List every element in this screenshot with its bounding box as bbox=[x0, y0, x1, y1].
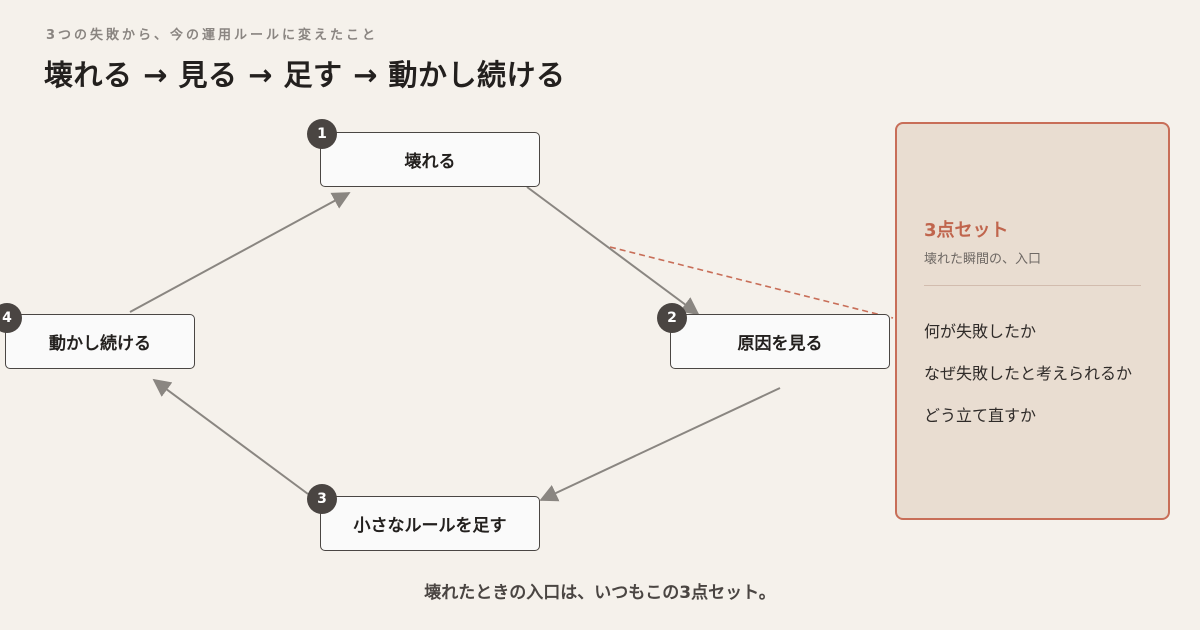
step-1-badge: 1 bbox=[307, 119, 337, 149]
panel-subtitle: 壊れた瞬間の、入口 bbox=[924, 252, 1042, 267]
footer-caption: 壊れたときの入口は、いつもこの3点セット。 bbox=[424, 583, 776, 603]
step-add-rule: 小さなルールを足す bbox=[320, 496, 540, 551]
step-3-badge: 3 bbox=[307, 484, 337, 514]
panel-item-what: 何が失敗したか bbox=[924, 322, 1037, 341]
panel-item-how: どう立て直すか bbox=[924, 406, 1037, 425]
three-point-set-panel: 3点セット 壊れた瞬間の、入口 何が失敗したか なぜ失敗したと考えられるか どう… bbox=[895, 122, 1170, 520]
panel-divider bbox=[924, 285, 1141, 286]
callout-dashed-line bbox=[609, 246, 894, 319]
arrow-3-to-4 bbox=[152, 378, 309, 495]
step-add-rule-label: 小さなルールを足す bbox=[353, 516, 507, 536]
panel-title: 3点セット bbox=[924, 220, 1009, 241]
page-title: 壊れる → 見る → 足す → 動かし続ける bbox=[44, 58, 566, 92]
panel-list: 何が失敗したか なぜ失敗したと考えられるか どう立て直すか bbox=[924, 322, 1132, 448]
arrow-4-to-1 bbox=[129, 192, 351, 313]
subtitle: 3つの失敗から、今の運用ルールに変えたこと bbox=[46, 28, 379, 43]
arrow-2-to-3 bbox=[539, 387, 781, 502]
step-break-label: 壊れる bbox=[404, 152, 456, 172]
step-investigate-label: 原因を見る bbox=[737, 334, 823, 354]
step-4-badge: 4 bbox=[0, 303, 22, 333]
step-keep-running: 動かし続ける bbox=[5, 314, 195, 369]
step-2-badge: 2 bbox=[657, 303, 687, 333]
step-investigate: 原因を見る bbox=[670, 314, 890, 369]
panel-item-why: なぜ失敗したと考えられるか bbox=[924, 364, 1133, 383]
step-keep-running-label: 動かし続ける bbox=[49, 334, 151, 354]
step-break: 壊れる bbox=[320, 132, 540, 187]
arrow-1-to-2 bbox=[526, 186, 700, 316]
